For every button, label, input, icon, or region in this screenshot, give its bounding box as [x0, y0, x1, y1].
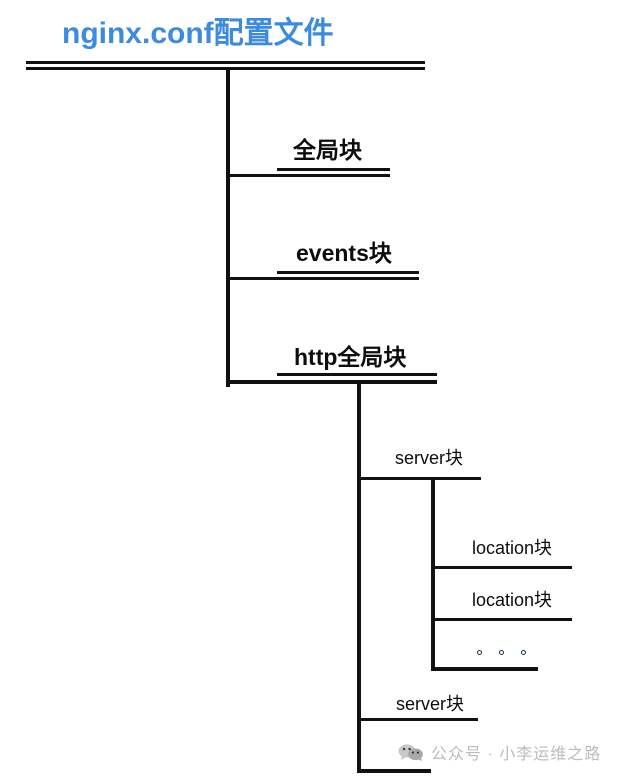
root-rule-lower	[26, 67, 425, 70]
ellipsis-dot-2	[499, 650, 504, 655]
level3-stem	[431, 477, 435, 671]
node-server-block-1: server块	[395, 448, 464, 468]
node-events-block: events块	[296, 240, 392, 266]
server-block-1-branch-line	[357, 477, 481, 480]
http-block-underline	[277, 373, 437, 376]
node-location-block-2: location块	[472, 590, 553, 610]
node-location-block-1: location块	[472, 538, 553, 558]
watermark: 公众号 · 小李运维之路	[398, 740, 601, 764]
server-block-2-branch-line	[357, 718, 478, 721]
location-more-branch-line	[431, 667, 538, 671]
page-title: nginx.conf配置文件	[62, 17, 334, 50]
node-global-block: 全局块	[293, 137, 362, 163]
watermark-text: 公众号 · 小李运维之路	[431, 746, 602, 763]
level1-stem	[226, 67, 230, 387]
global-block-underline	[277, 168, 390, 171]
events-block-branch-line	[226, 277, 419, 280]
level2-stem	[357, 380, 361, 772]
ellipsis-dot-1	[477, 650, 482, 655]
level2-closing-line	[357, 769, 431, 773]
ellipsis-dot-3	[521, 650, 526, 655]
location-block-2-branch-line	[431, 618, 572, 621]
node-http-block: http全局块	[294, 344, 407, 370]
wechat-icon	[398, 743, 424, 761]
node-server-block-2: server块	[396, 694, 465, 714]
events-block-underline	[277, 271, 419, 274]
node-location-more	[477, 650, 526, 655]
location-block-1-branch-line	[431, 566, 572, 569]
root-rule-upper	[26, 61, 425, 64]
http-block-branch-line	[226, 380, 437, 384]
global-block-branch-line	[226, 174, 390, 177]
